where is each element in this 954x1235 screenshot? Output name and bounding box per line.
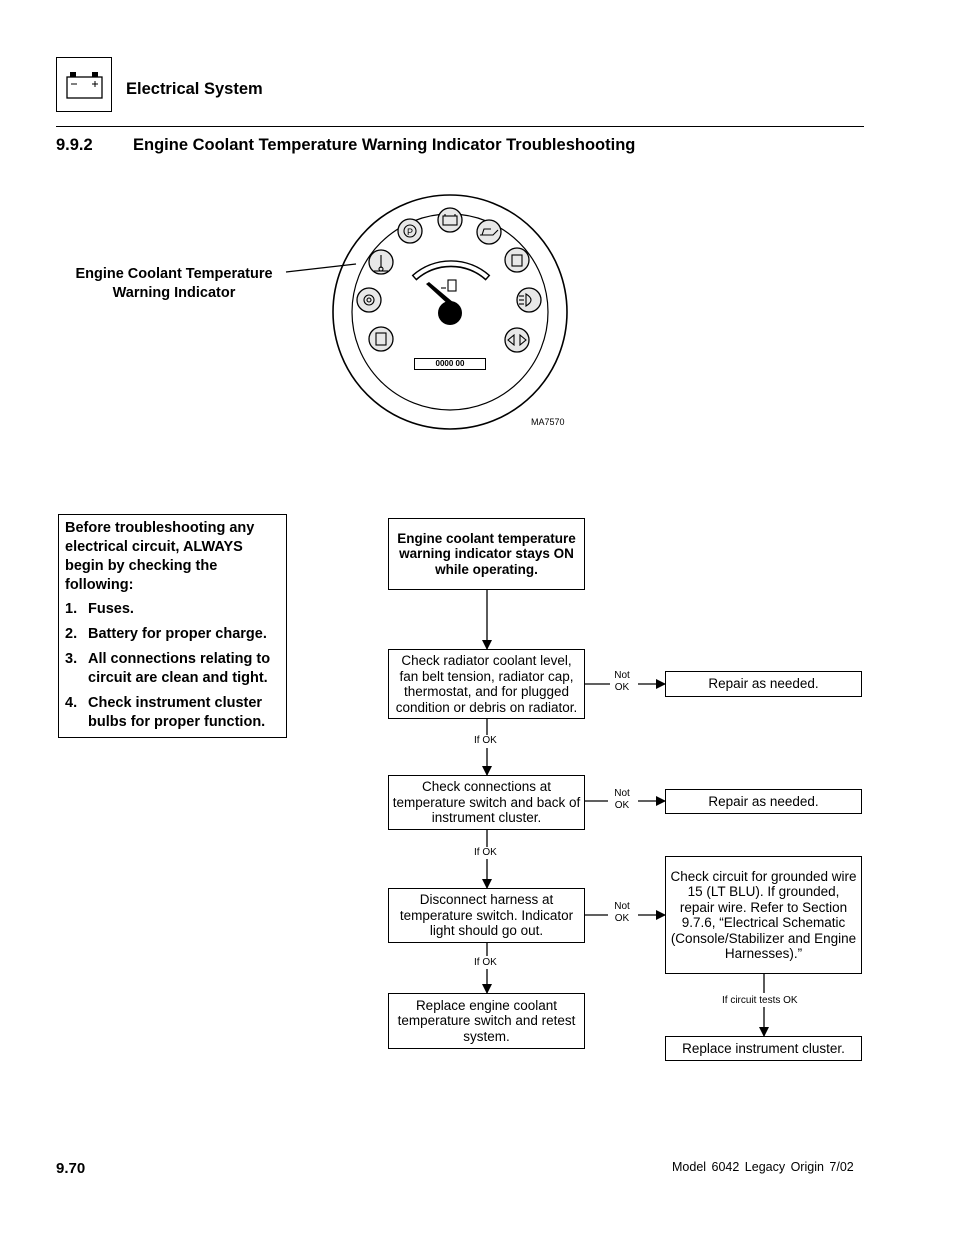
- gauge-outer-bezel: [332, 194, 568, 430]
- svg-text:P: P: [407, 227, 413, 237]
- label-if-ok-1: If OK: [474, 735, 497, 746]
- battery-icon-box: [56, 57, 112, 112]
- odometer-readout: 0000 00: [414, 358, 486, 370]
- transmission-icon: [356, 287, 382, 313]
- list-item: 1.Fuses.: [65, 601, 134, 617]
- flow-start-box: Engine coolant temperature warning indic…: [388, 518, 585, 590]
- footer-model-info: Model 6042 Legacy Origin 7/02: [672, 1160, 854, 1174]
- flow-step2-box: Check connections at temperature switch …: [388, 775, 585, 830]
- list-item: 3.All connections relating to circuit ar…: [65, 651, 271, 686]
- page-number: 9.70: [56, 1160, 86, 1177]
- oil-pressure-icon: [476, 219, 502, 245]
- flow-replace-cluster-box: Replace instrument cluster.: [665, 1036, 862, 1061]
- turn-signal-icon: [504, 327, 530, 353]
- hydraulic-filter-icon: [504, 247, 530, 273]
- flow-circuit-check-box: Check circuit for grounded wire 15 (LT B…: [665, 856, 862, 974]
- precheck-list: 1.Fuses. 2.Battery for proper charge. 3.…: [65, 600, 282, 732]
- precheck-intro: Before troubleshooting any electrical ci…: [65, 520, 255, 593]
- flow-repair2-box: Repair as needed.: [665, 789, 862, 814]
- header-rule: [56, 126, 864, 127]
- headlight-icon: [516, 287, 542, 313]
- list-item: 2.Battery for proper charge.: [65, 626, 267, 642]
- label-if-ok-3: If OK: [474, 957, 497, 968]
- battery-icon: [66, 72, 103, 99]
- gauge-needle: [426, 282, 454, 306]
- seat-belt-icon: [368, 326, 394, 352]
- precheck-box: Before troubleshooting any electrical ci…: [58, 514, 287, 738]
- flow-step3-box: Disconnect harness at temperature switch…: [388, 888, 585, 943]
- fuel-pump-icon: [441, 279, 457, 292]
- battery-warning-icon: [437, 207, 463, 233]
- label-if-ok-2: If OK: [474, 847, 497, 858]
- flow-step4-box: Replace engine coolant temperature switc…: [388, 993, 585, 1049]
- header-section-title: Electrical System: [126, 80, 263, 98]
- label-circuit-tests-ok: If circuit tests OK: [722, 995, 798, 1006]
- park-brake-icon: [397, 218, 423, 244]
- section-title: Engine Coolant Temperature Warning Indic…: [133, 136, 636, 154]
- figure-id: MA7570: [531, 417, 565, 427]
- flow-step1-box: Check radiator coolant level, fan belt t…: [388, 649, 585, 719]
- callout-leader-line: [285, 263, 357, 273]
- flow-repair1-box: Repair as needed.: [665, 671, 862, 697]
- gauge-hub: [438, 301, 462, 325]
- callout-label: Engine Coolant Temperature Warning Indic…: [75, 266, 273, 301]
- section-number: 9.9.2: [56, 136, 93, 154]
- list-item: 4.Check instrument cluster bulbs for pro…: [65, 695, 266, 730]
